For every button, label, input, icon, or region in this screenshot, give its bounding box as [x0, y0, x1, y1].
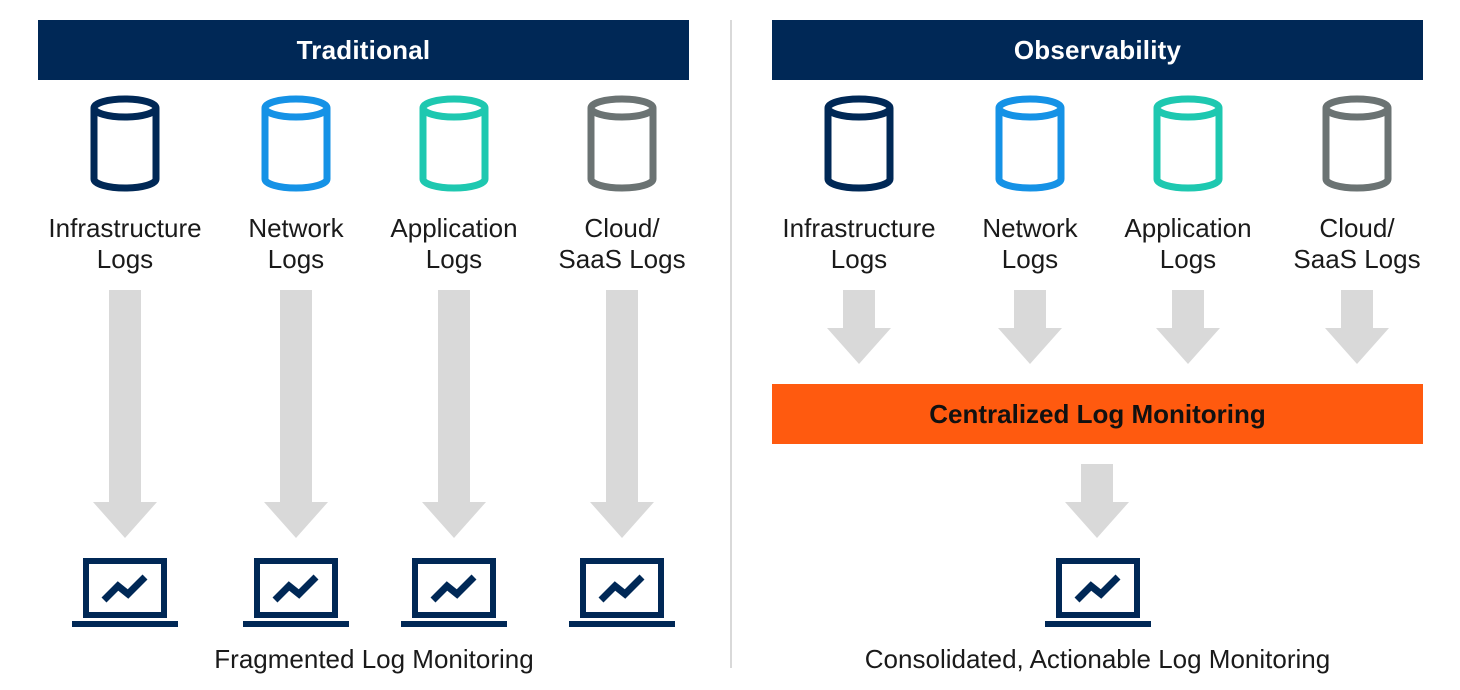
- source-label: Infrastructure Logs: [782, 213, 936, 274]
- down-arrow-icon: [1156, 290, 1220, 364]
- traditional-title: Traditional: [296, 34, 431, 65]
- down-arrow-icon: [422, 290, 486, 538]
- database-icon: [1322, 95, 1392, 192]
- source-label: Cloud/ SaaS Logs: [1293, 213, 1421, 274]
- laptop-chart-icon: [569, 558, 675, 627]
- database-icon: [261, 95, 331, 192]
- source-label: Infrastructure Logs: [48, 213, 202, 274]
- down-arrow-icon: [1325, 290, 1389, 364]
- database-icon: [90, 95, 160, 192]
- down-arrow-icon: [827, 290, 891, 364]
- traditional-caption: Fragmented Log Monitoring: [214, 644, 534, 674]
- laptop-chart-icon: [1045, 558, 1151, 627]
- source-label: Network Logs: [248, 213, 344, 274]
- source-label: Network Logs: [982, 213, 1078, 274]
- database-icon: [587, 95, 657, 192]
- down-arrow-icon: [590, 290, 654, 538]
- laptop-chart-icon: [72, 558, 178, 627]
- observability-header: Observability: [772, 20, 1423, 80]
- observability-caption: Consolidated, Actionable Log Monitoring: [864, 644, 1331, 674]
- database-icon: [824, 95, 894, 192]
- database-icon: [1153, 95, 1223, 192]
- centralized-label: Centralized Log Monitoring: [929, 398, 1266, 429]
- down-arrow-icon: [264, 290, 328, 538]
- down-arrow-icon: [93, 290, 157, 538]
- panel-divider: [730, 20, 732, 668]
- traditional-header: Traditional: [38, 20, 689, 80]
- source-label: Application Logs: [390, 213, 518, 274]
- laptop-chart-icon: [401, 558, 507, 627]
- source-label: Cloud/ SaaS Logs: [558, 213, 686, 274]
- database-icon: [995, 95, 1065, 192]
- source-label: Application Logs: [1124, 213, 1252, 274]
- observability-title: Observability: [1013, 34, 1182, 65]
- laptop-chart-icon: [243, 558, 349, 627]
- down-arrow-icon: [1065, 464, 1129, 538]
- centralized-log-monitoring-box: Centralized Log Monitoring: [772, 384, 1423, 444]
- database-icon: [419, 95, 489, 192]
- down-arrow-icon: [998, 290, 1062, 364]
